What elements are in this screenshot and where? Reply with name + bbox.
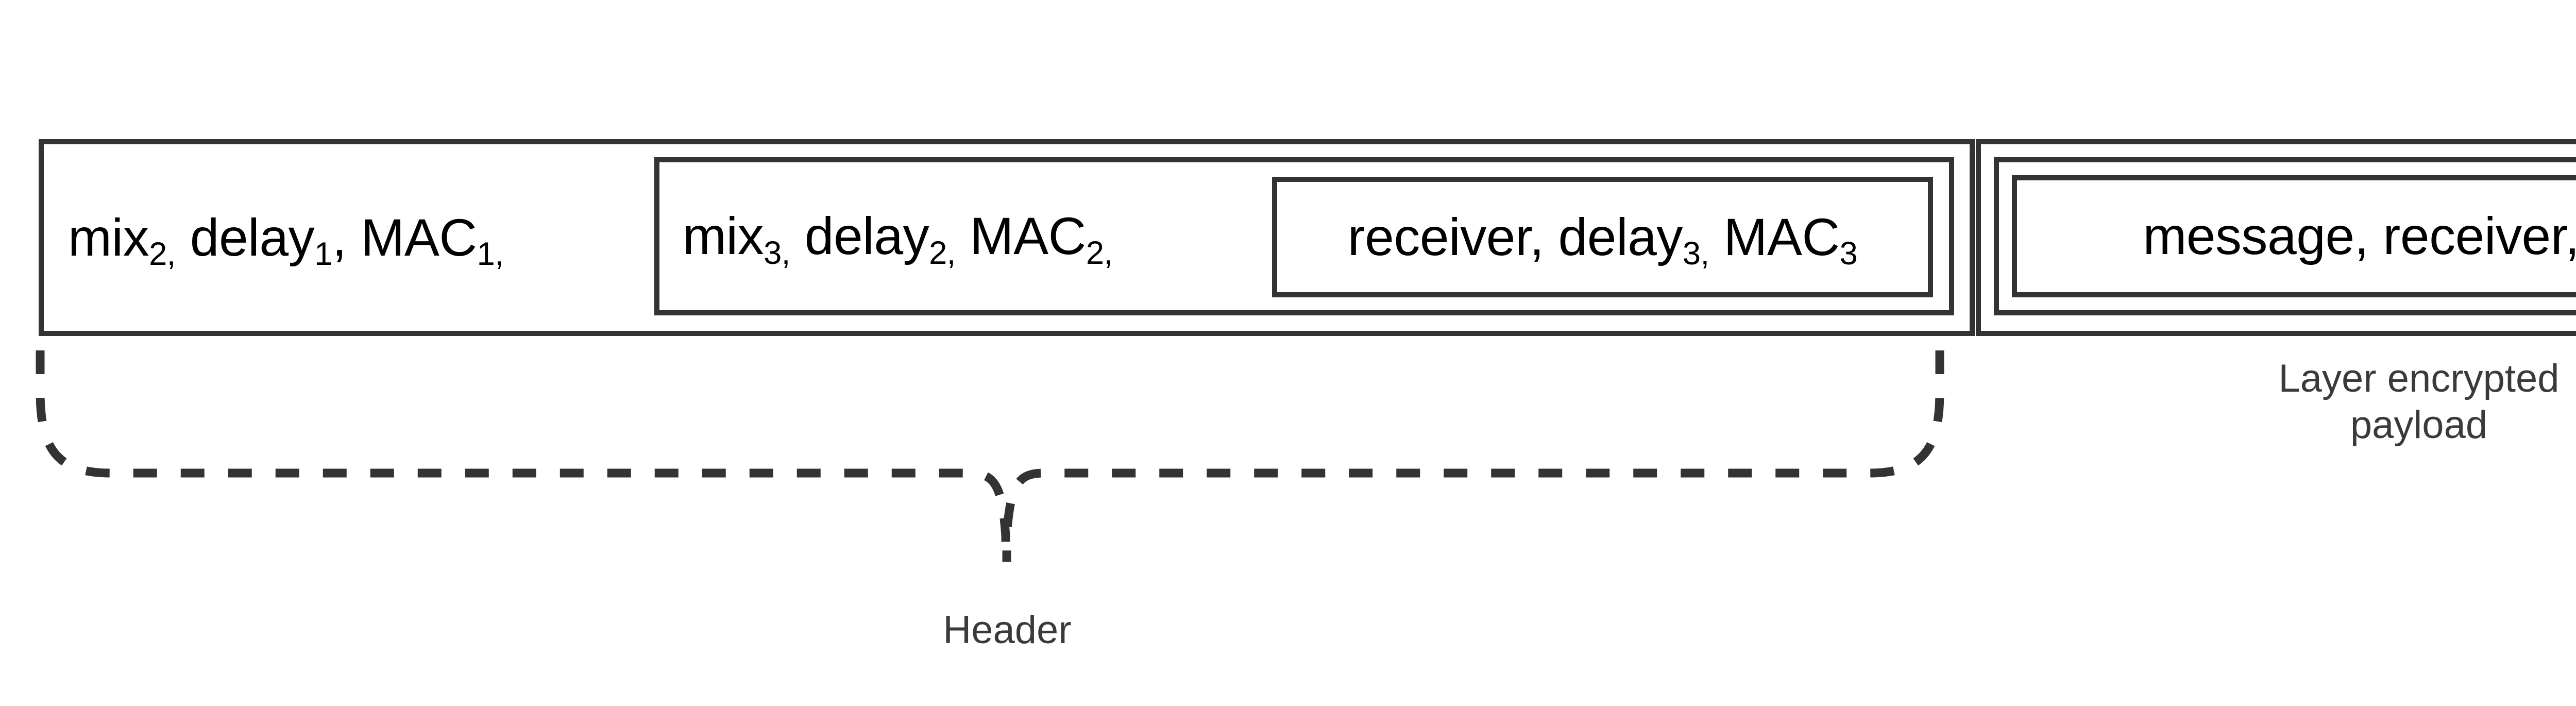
- header-seg3-delay: delay3,: [1544, 207, 1710, 272]
- header-layer-1-box: [39, 139, 1975, 336]
- subscript-3: 3,: [1682, 236, 1709, 272]
- payload-outer-box: [1976, 139, 2576, 336]
- subscript-1: 1: [314, 236, 332, 273]
- subscript-2: 2,: [929, 234, 956, 271]
- payload-label-line-2: payload: [2350, 402, 2488, 447]
- subscript-3: 3: [1839, 236, 1858, 272]
- header-seg1-mix: mix2,: [68, 208, 176, 273]
- header-seg2-mac: MAC2,: [955, 207, 1113, 271]
- header-layer-2-label: mix3, delay2, MAC2,: [683, 157, 1113, 315]
- header-seg1-mac: MAC1,: [346, 208, 504, 273]
- header-layer-1-label: mix2, delay1, MAC1,: [68, 139, 504, 336]
- payload-inner-box: [2012, 175, 2576, 297]
- payload-middle-box: [1994, 157, 2576, 315]
- header-layer-3-box: [1272, 177, 1933, 297]
- header-seg2-delay: delay2,: [790, 207, 956, 271]
- subscript-2: 2,: [149, 236, 176, 273]
- header-layer-2-box: [654, 157, 1954, 315]
- header-seg2-mix: mix3,: [683, 207, 790, 271]
- payload-label-line-1: Layer encrypted: [2278, 357, 2560, 400]
- subscript-3: 3,: [764, 234, 790, 271]
- header-seg3-mac: MAC3: [1709, 207, 1858, 272]
- brace-right-arm: [1002, 350, 1944, 562]
- payload-label: Layer encrypted payload: [2161, 356, 2576, 448]
- subscript-1: 1,: [477, 236, 504, 273]
- header-seg3-receiver: receiver,: [1347, 207, 1545, 266]
- subscript-2: 2,: [1086, 234, 1113, 271]
- header-label: Header: [943, 608, 1072, 652]
- payload-content-label: message, receiver, surb: [2143, 207, 2576, 265]
- header-layer-3-label: receiver, delay3, MAC3: [1272, 177, 1933, 297]
- brace-left-arm: [36, 350, 1010, 562]
- header-seg1-delay: delay1,: [175, 208, 347, 273]
